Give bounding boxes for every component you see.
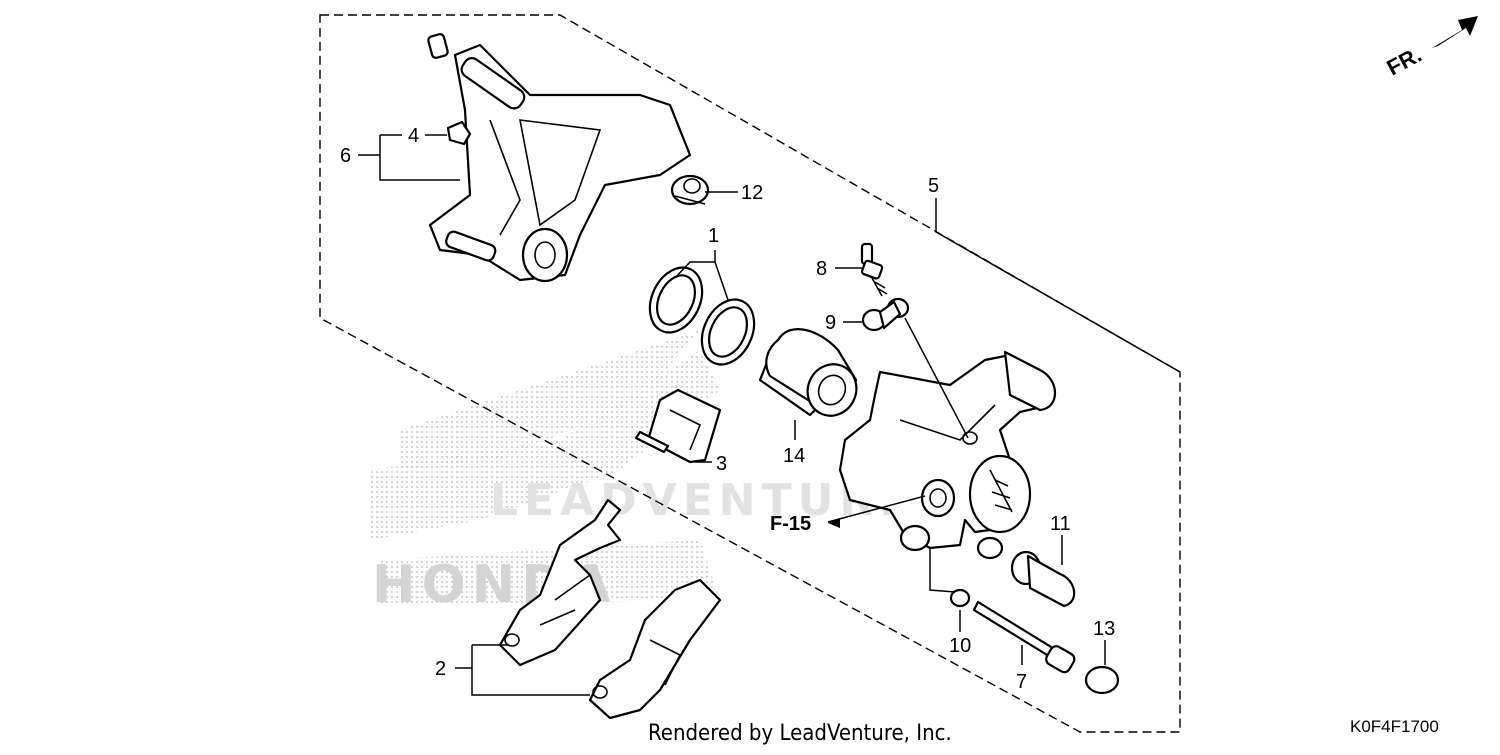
reference-callout: F-15 [770, 513, 811, 535]
part-2-brake-pad-set [498, 498, 722, 720]
front-arrow-icon [1432, 16, 1478, 48]
watermark-text: LEADVENTURE [490, 475, 915, 526]
leader-lines [358, 134, 1181, 696]
part-7-pin-bolt [972, 600, 1076, 674]
part-1-piston-seal-set [648, 266, 756, 366]
part-12-boot [670, 174, 710, 206]
part-8-bleed-screw [860, 242, 888, 297]
part-3-pad-retainer [634, 388, 722, 464]
part-14-piston [758, 328, 858, 417]
front-direction-marker: FR. [1383, 16, 1478, 80]
part-10-washer [949, 588, 971, 608]
label-4: 4 [408, 125, 419, 147]
label-10: 10 [949, 635, 971, 657]
label-9: 9 [825, 312, 836, 334]
part-13-cap [1084, 665, 1120, 695]
part-9-bleeder-cap [861, 297, 910, 332]
part-4-pad-spring [446, 120, 472, 146]
label-5: 5 [928, 175, 939, 197]
callout-arrow-icon [828, 518, 840, 528]
label-6: 6 [340, 145, 351, 167]
part-6-caliper-bracket [427, 33, 692, 283]
label-2: 2 [435, 658, 446, 680]
diagram-code: K0F4F1700 [1350, 717, 1439, 736]
part-5-caliper-body [838, 350, 1056, 560]
front-marker-label: FR. [1383, 42, 1426, 81]
part-labels: 1 2 3 4 5 6 7 8 9 10 11 12 13 14 [340, 125, 1115, 693]
part-11-pin-boot [1010, 550, 1076, 608]
label-11: 11 [1050, 513, 1071, 535]
label-13: 13 [1093, 618, 1115, 640]
assembly-boundary [319, 14, 1181, 733]
label-3: 3 [716, 453, 727, 475]
label-12: 12 [741, 182, 763, 204]
footer-credit: Rendered by LeadVenture, Inc. [648, 721, 952, 746]
label-8: 8 [816, 258, 827, 280]
label-7: 7 [1016, 671, 1027, 693]
label-1: 1 [708, 225, 719, 247]
label-14: 14 [783, 445, 805, 467]
